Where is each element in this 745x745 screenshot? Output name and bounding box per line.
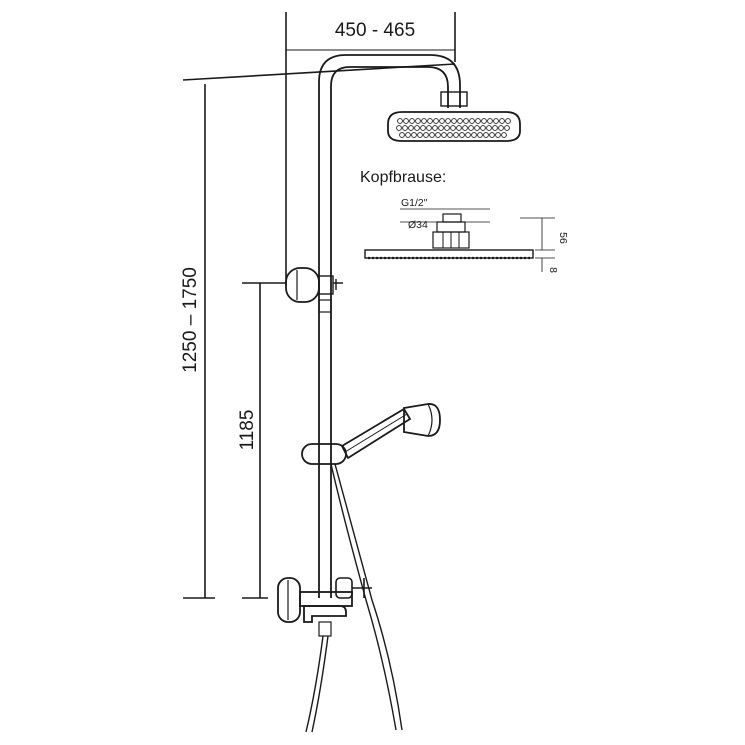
detail-height-label: 56: [557, 232, 569, 244]
nozzle-dot: [453, 132, 459, 138]
nozzle-dot: [409, 118, 415, 124]
nozzle-dot: [405, 132, 411, 138]
detail-diameter-label: Ø34: [408, 219, 428, 231]
head-shower-detail: Kopfbrause: G1/2" Ø34 56 8: [360, 169, 569, 273]
nozzle-dot: [469, 118, 475, 124]
nozzle-dot: [415, 118, 421, 124]
nozzle-dot: [447, 132, 453, 138]
nozzle-dot: [475, 118, 481, 124]
nozzle-dot: [465, 132, 471, 138]
nozzle-dot: [426, 125, 432, 131]
mixer-height-label: 1185: [237, 410, 258, 451]
thermostatic-mixer: [277, 577, 372, 637]
nozzle-dot: [499, 118, 505, 124]
nozzle-dot: [471, 132, 477, 138]
nozzle-dot: [397, 118, 403, 124]
lower-hose: [305, 635, 329, 733]
nozzle-dot: [487, 118, 493, 124]
nozzle-dot: [432, 125, 438, 131]
nozzle-dot: [423, 132, 429, 138]
upper-wall-bracket: [285, 267, 343, 313]
nozzle-dot: [396, 125, 402, 131]
rain-shower-head: [387, 91, 521, 142]
detail-title: Kopfbrause:: [360, 169, 446, 186]
nozzle-dot: [474, 125, 480, 131]
nozzle-dot: [486, 125, 492, 131]
mixer-height-dimension: 1185: [237, 282, 286, 599]
nozzle-dot: [433, 118, 439, 124]
nozzle-dot: [498, 125, 504, 131]
nozzle-dot: [493, 118, 499, 124]
nozzle-dot: [483, 132, 489, 138]
hand-shower-slider: [301, 407, 412, 465]
nozzle-dot: [438, 125, 444, 131]
nozzle-dot: [480, 125, 486, 131]
detail-thread-label: G1/2": [401, 197, 428, 209]
riser-pipe: [318, 54, 461, 598]
nozzle-dot: [414, 125, 420, 131]
width-dimension: 450 - 465: [285, 12, 456, 285]
nozzle-dot: [402, 125, 408, 131]
nozzle-dot: [489, 132, 495, 138]
nozzle-dot: [417, 132, 423, 138]
nozzle-dot: [420, 125, 426, 131]
nozzle-dot: [477, 132, 483, 138]
nozzle-dot: [408, 125, 414, 131]
shower-head-nozzles: [396, 118, 511, 138]
nozzle-dot: [411, 132, 417, 138]
nozzle-dot: [468, 125, 474, 131]
width-dimension-label: 450 - 465: [335, 20, 415, 41]
nozzle-dot: [435, 132, 441, 138]
nozzle-dot: [444, 125, 450, 131]
nozzle-dot: [445, 118, 451, 124]
nozzle-dot: [439, 118, 445, 124]
nozzle-dot: [427, 118, 433, 124]
nozzle-dot: [451, 118, 457, 124]
nozzle-dot: [421, 118, 427, 124]
total-height-dimension: 1250 – 1750: [180, 84, 215, 599]
nozzle-dot: [463, 118, 469, 124]
hand-shower-head: [403, 403, 441, 437]
nozzle-dot: [457, 118, 463, 124]
nozzle-dot: [450, 125, 456, 131]
detail-thickness-label: 8: [547, 267, 559, 273]
nozzle-dot: [495, 132, 501, 138]
nozzle-dot: [459, 132, 465, 138]
nozzle-dot: [429, 132, 435, 138]
nozzle-dot: [462, 125, 468, 131]
total-height-label: 1250 – 1750: [180, 267, 201, 373]
nozzle-dot: [492, 125, 498, 131]
nozzle-dot: [504, 125, 510, 131]
nozzle-dot: [441, 132, 447, 138]
nozzle-dot: [501, 132, 507, 138]
nozzle-dot: [481, 118, 487, 124]
shower-hose: [330, 463, 403, 731]
nozzle-dot: [505, 118, 511, 124]
nozzle-dot: [399, 132, 405, 138]
nozzle-dot: [456, 125, 462, 131]
nozzle-dot: [403, 118, 409, 124]
